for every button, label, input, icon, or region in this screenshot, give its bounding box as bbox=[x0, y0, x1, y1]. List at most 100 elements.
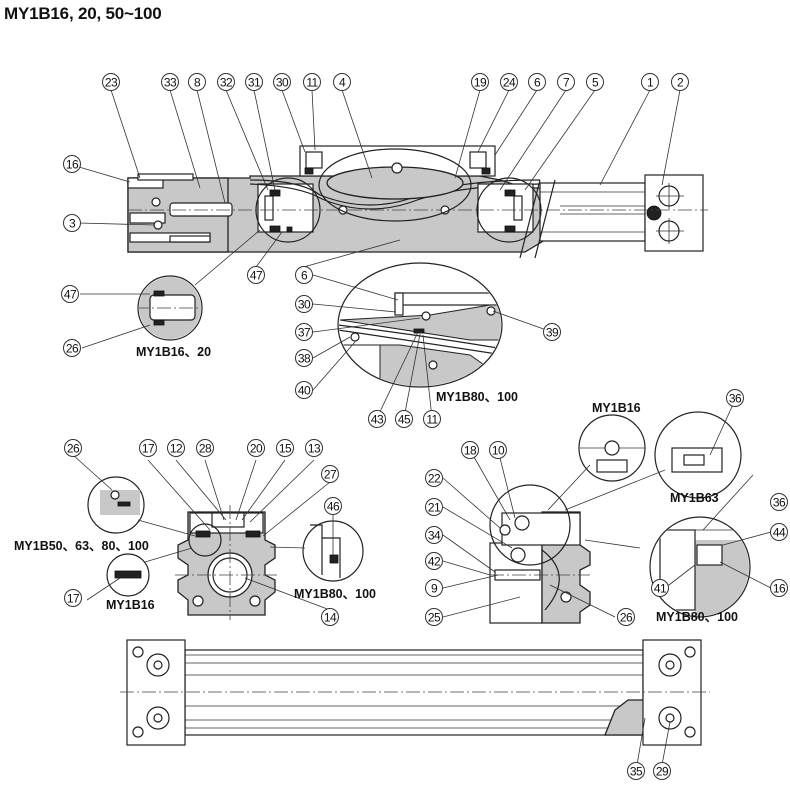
callout-31: 31 bbox=[245, 73, 263, 91]
callout-23: 23 bbox=[102, 73, 120, 91]
callout-number: 6 bbox=[301, 269, 308, 283]
callout-26: 26 bbox=[617, 608, 635, 626]
callout-21: 21 bbox=[425, 498, 443, 516]
top-view-leaders bbox=[78, 89, 681, 269]
callout-46: 46 bbox=[324, 497, 342, 515]
detail-my1b16-20: MY1B16、20 bbox=[80, 229, 261, 359]
callout-number: 45 bbox=[398, 413, 411, 427]
label-my1b16-side: MY1B16 bbox=[592, 401, 641, 415]
callout-16: 16 bbox=[63, 155, 81, 173]
callout-number: 25 bbox=[428, 611, 441, 625]
callout-number: 34 bbox=[428, 529, 441, 543]
callout-8: 8 bbox=[188, 73, 206, 91]
callout-number: 16 bbox=[66, 158, 79, 172]
callout-1: 1 bbox=[641, 73, 659, 91]
label-my1b50-63-80-100: MY1B50、63、80、100 bbox=[14, 539, 149, 553]
callout-number: 11 bbox=[306, 76, 318, 90]
callout-20: 20 bbox=[247, 439, 265, 457]
callout-number: 26 bbox=[67, 442, 80, 456]
detail-carriage-my1b80-100: MY1B80、100 bbox=[312, 262, 553, 419]
callout-45: 45 bbox=[395, 410, 413, 428]
callout-number: 26 bbox=[620, 611, 633, 625]
callout-number: 9 bbox=[431, 582, 438, 596]
callout-47: 47 bbox=[247, 266, 265, 284]
callout-number: 32 bbox=[220, 76, 233, 90]
callout-number: 31 bbox=[248, 76, 261, 90]
callout-number: 17 bbox=[67, 592, 80, 606]
callout-12: 12 bbox=[167, 439, 185, 457]
label-my1b16-20: MY1B16、20 bbox=[136, 345, 211, 359]
callout-number: 47 bbox=[64, 288, 77, 302]
callout-number: 5 bbox=[592, 76, 599, 90]
callout-number: 3 bbox=[69, 217, 76, 231]
callout-22: 22 bbox=[425, 469, 443, 487]
callout-number: 41 bbox=[654, 582, 667, 596]
label-my1b80-100-endview: MY1B80、100 bbox=[294, 587, 376, 601]
callout-4: 4 bbox=[333, 73, 351, 91]
callout-number: 33 bbox=[164, 76, 177, 90]
callout-number: 44 bbox=[773, 526, 786, 540]
callout-6: 6 bbox=[528, 73, 546, 91]
callout-25: 25 bbox=[425, 608, 443, 626]
callout-14: 14 bbox=[321, 608, 339, 626]
callout-27: 27 bbox=[321, 465, 339, 483]
callout-number: 30 bbox=[298, 298, 311, 312]
callout-26: 26 bbox=[64, 439, 82, 457]
callout-43: 43 bbox=[368, 410, 386, 428]
callout-number: 14 bbox=[324, 611, 337, 625]
callout-number: 18 bbox=[464, 444, 477, 458]
callout-39: 39 bbox=[543, 323, 561, 341]
callout-number: 7 bbox=[563, 76, 570, 90]
callout-number: 24 bbox=[503, 76, 516, 90]
callout-35: 35 bbox=[627, 762, 645, 780]
callout-19: 19 bbox=[471, 73, 489, 91]
callout-38: 38 bbox=[295, 349, 313, 367]
callout-number: 16 bbox=[773, 582, 786, 596]
callout-number: 26 bbox=[66, 342, 79, 356]
callout-6: 6 bbox=[295, 266, 313, 284]
callout-33: 33 bbox=[161, 73, 179, 91]
callout-34: 34 bbox=[425, 526, 443, 544]
callout-number: 43 bbox=[371, 413, 384, 427]
callout-15: 15 bbox=[276, 439, 294, 457]
callout-number: 36 bbox=[729, 392, 742, 406]
callout-number: 29 bbox=[656, 765, 669, 779]
callout-number: 40 bbox=[298, 384, 311, 398]
label-my1b80-100-carriage: MY1B80、100 bbox=[436, 390, 518, 404]
callout-number: 22 bbox=[428, 472, 441, 486]
callout-number: 10 bbox=[492, 444, 505, 458]
callout-number: 37 bbox=[298, 326, 311, 340]
callout-number: 38 bbox=[298, 352, 311, 366]
callout-16: 16 bbox=[770, 579, 788, 597]
callout-number: 8 bbox=[194, 76, 201, 90]
label-my1b63-side: MY1B63 bbox=[670, 491, 719, 505]
callout-number: 4 bbox=[339, 76, 346, 90]
callout-number: 6 bbox=[534, 76, 541, 90]
callout-10: 10 bbox=[489, 441, 507, 459]
callout-number: 20 bbox=[250, 442, 263, 456]
callout-number: 2 bbox=[677, 76, 684, 90]
callout-36: 36 bbox=[726, 389, 744, 407]
callout-number: 28 bbox=[199, 442, 212, 456]
callout-number: 47 bbox=[250, 269, 263, 283]
end-view-left: MY1B50、63、80、100 MY1B16 MY1B80、100 bbox=[14, 454, 376, 620]
callout-13: 13 bbox=[305, 439, 323, 457]
callout-36: 36 bbox=[770, 493, 788, 511]
callout-26: 26 bbox=[63, 339, 81, 357]
callout-number: 12 bbox=[170, 442, 183, 456]
callout-17: 17 bbox=[139, 439, 157, 457]
callout-2: 2 bbox=[671, 73, 689, 91]
label-my1b80-100-side: MY1B80、100 bbox=[656, 610, 738, 624]
callout-number: 11 bbox=[426, 413, 438, 427]
callout-7: 7 bbox=[557, 73, 575, 91]
bottom-view bbox=[120, 639, 710, 766]
callout-30: 30 bbox=[295, 295, 313, 313]
callout-number: 42 bbox=[428, 555, 441, 569]
callout-44: 44 bbox=[770, 523, 788, 541]
diagram-title: MY1B16, 20, 50~100 bbox=[4, 4, 162, 23]
callout-number: 35 bbox=[630, 765, 643, 779]
callout-number: 39 bbox=[546, 326, 559, 340]
callout-number: 36 bbox=[773, 496, 786, 510]
